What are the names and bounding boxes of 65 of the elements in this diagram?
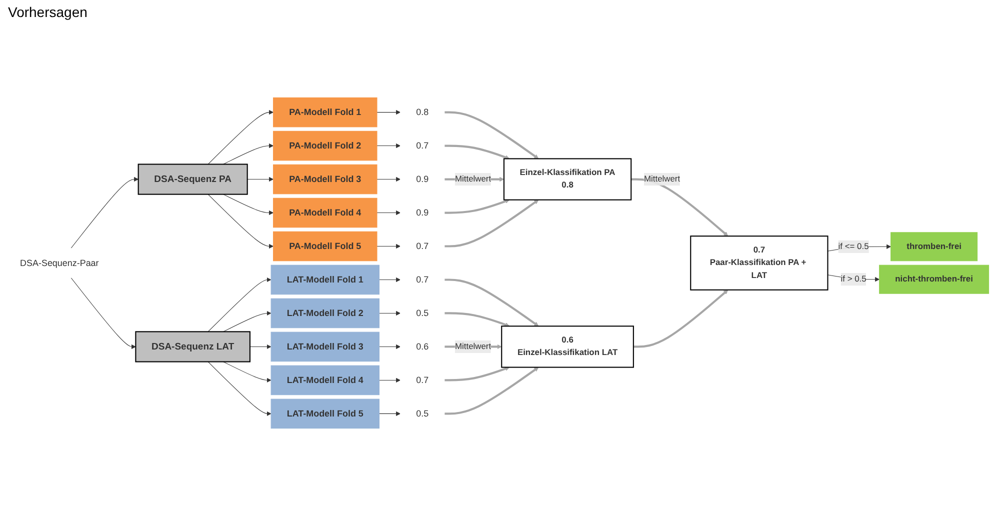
node-text: 0.9 [416, 174, 429, 184]
arrow [444, 111, 539, 159]
node-box: LAT-Modell Fold 4 [270, 365, 380, 396]
arrow [633, 290, 728, 348]
arrow [70, 277, 136, 350]
note-text: Vorhersagen [8, 4, 88, 20]
node-box: PA-Modell Fold 5 [273, 231, 378, 262]
node-text: 0.7 [416, 140, 429, 151]
node-text: 0.5 [416, 408, 429, 419]
node-box: 0.6 Einzel-Klassifikation LAT [501, 326, 634, 368]
node-text: 0.8 [416, 107, 429, 118]
arrow [444, 200, 539, 248]
arrow [376, 176, 401, 182]
edge-label: Mittelwert [644, 174, 680, 184]
node-box: LAT-Modell Fold 2 [270, 298, 380, 328]
arrow [444, 366, 510, 382]
arrow [376, 210, 401, 216]
arrow [250, 344, 272, 350]
arrow [376, 244, 401, 249]
node-box: PA-Modell Fold 4 [273, 198, 378, 228]
node-box: PA-Modell Fold 3 [273, 164, 378, 194]
edge-label: if > 0.5 [840, 274, 866, 284]
node-box: LAT-Modell Fold 1 [270, 264, 380, 295]
arrow [208, 110, 274, 165]
node-text: 0.5 [416, 308, 429, 318]
edge-label: Mittelwert [454, 174, 492, 184]
node-box: DSA-Sequenz LAT [135, 331, 250, 362]
arrow [208, 361, 272, 416]
node-box: nicht-thromben-frei [879, 264, 990, 294]
node-text: 0.7 [416, 274, 429, 285]
arrow [444, 278, 539, 326]
arrow [222, 361, 272, 383]
arrow [208, 194, 274, 249]
node-box: Einzel-Klassifikation PA 0.8 [503, 158, 632, 200]
arrow [378, 277, 401, 282]
node-text: 0.7 [416, 241, 429, 252]
arrow [70, 176, 139, 249]
edge-label: if <= 0.5 [838, 242, 869, 251]
arrow [208, 277, 272, 332]
arrow [376, 143, 401, 148]
arrow [444, 312, 510, 327]
arrow [376, 110, 401, 115]
node-text: DSA-Sequenz-Paar [20, 258, 99, 268]
node-text: 0.9 [416, 208, 429, 218]
arrow [378, 344, 401, 350]
arrow [378, 378, 401, 383]
node-box: thromben-frei [890, 232, 978, 262]
arrow [444, 199, 510, 214]
node-box: DSA-Sequenz PA [138, 164, 248, 195]
node-text: 0.7 [416, 375, 429, 386]
arrow [222, 194, 274, 216]
arrow [247, 176, 274, 182]
arrow [378, 411, 401, 416]
node-box: LAT-Modell Fold 3 [270, 332, 380, 362]
node-box: LAT-Modell Fold 5 [270, 398, 380, 429]
node-box: PA-Modell Fold 2 [273, 130, 378, 161]
node-box: 0.7 Paar-Klassifikation PA + LAT [690, 236, 828, 290]
arrow [444, 367, 539, 415]
arrow [222, 310, 272, 332]
node-text: 0.6 [416, 342, 429, 352]
edge-label: Mittelwert [454, 342, 492, 351]
node-box: PA-Modell Fold 1 [273, 97, 378, 128]
arrow [378, 310, 401, 316]
arrow [444, 144, 510, 160]
arrow [222, 143, 274, 165]
